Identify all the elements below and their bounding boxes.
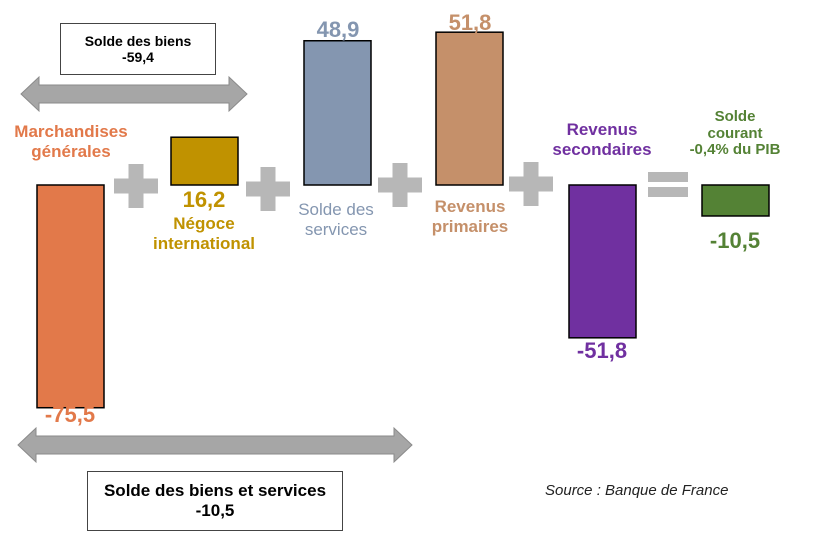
category-label-line: générales bbox=[31, 141, 111, 161]
bar-services bbox=[303, 39, 372, 186]
category-label-line: Solde des bbox=[298, 200, 374, 219]
category-label-line: secondaires bbox=[552, 139, 652, 159]
value-label-courant: -10,5 bbox=[709, 228, 761, 253]
bracket-title: Solde des biens bbox=[84, 33, 192, 49]
category-label-line: Revenus bbox=[434, 197, 506, 216]
category-label-line: services bbox=[304, 219, 368, 239]
category-label-marchandises: Marchandises générales bbox=[4, 122, 138, 161]
category-label-line: courant bbox=[707, 124, 763, 142]
bar-primaires bbox=[435, 31, 504, 186]
bar-courant bbox=[701, 184, 770, 217]
category-label-line: Marchandises bbox=[14, 122, 128, 141]
value-label-negoce: 16,2 bbox=[182, 187, 226, 212]
bracket-title: Solde des biens et services bbox=[103, 481, 327, 500]
category-label-secondaires: Revenus secondaires bbox=[538, 120, 666, 159]
equals-operator-icon bbox=[648, 172, 688, 182]
bracket-box-solde-biens-services: Solde des biens et services -10,5 bbox=[87, 471, 343, 531]
plus-operator-icon bbox=[378, 163, 422, 207]
bar-marchandises bbox=[36, 184, 105, 409]
bracket-arrow-solde-biens-services-icon bbox=[17, 426, 413, 464]
category-label-services: Solde des services bbox=[280, 200, 392, 239]
value-label-services: 48,9 bbox=[316, 17, 360, 42]
bracket-value: -10,5 bbox=[195, 501, 235, 520]
plus-operator-icon bbox=[114, 164, 158, 208]
bracket-value: -59,4 bbox=[122, 49, 154, 65]
category-label-line: -0,4% du PIB bbox=[689, 141, 781, 158]
category-label-line: Solde bbox=[714, 108, 756, 125]
value-label-secondaires: -51,8 bbox=[576, 338, 628, 363]
category-label-line: primaires bbox=[431, 216, 509, 236]
category-label-line: Négoce bbox=[173, 214, 235, 233]
bracket-arrow-solde-des-biens-icon bbox=[20, 75, 248, 113]
category-label-negoce: Négoce international bbox=[140, 214, 268, 253]
bar-secondaires bbox=[568, 184, 637, 339]
value-label-primaires: 51,8 bbox=[448, 10, 492, 35]
category-label-primaires: Revenus primaires bbox=[412, 197, 528, 236]
bracket-box-solde-des-biens: Solde des biens -59,4 bbox=[60, 23, 216, 75]
category-label-line: international bbox=[152, 233, 255, 253]
value-label-marchandises: -75,5 bbox=[44, 402, 96, 427]
plus-operator-icon bbox=[509, 162, 553, 206]
equals-operator-icon bbox=[648, 187, 688, 197]
category-label-line: Revenus bbox=[566, 120, 638, 139]
bar-negoce bbox=[170, 136, 239, 186]
plus-operator-icon bbox=[246, 167, 290, 211]
category-label-courant: Solde courant -0,4% du PIB bbox=[670, 108, 800, 159]
source-note: Source : Banque de France bbox=[545, 482, 729, 499]
